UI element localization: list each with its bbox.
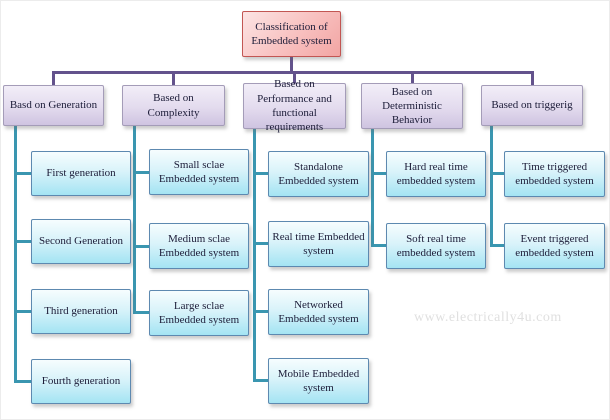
child-node-mobile: Mobile Embedded system xyxy=(268,358,369,404)
connector-branch xyxy=(133,171,149,174)
connector-branch xyxy=(253,172,268,175)
connector-branch xyxy=(14,240,31,243)
watermark: www.electrically4u.com xyxy=(414,310,562,325)
child-node-time-triggered: Time triggered embedded system xyxy=(504,151,605,197)
connector-branch xyxy=(371,244,386,247)
connector-branch xyxy=(253,310,268,313)
connector-complexity-vertical xyxy=(133,126,136,313)
child-node-medium-scale: Medium sclae Embedded system xyxy=(149,223,249,269)
child-node-networked: Networked Embedded system xyxy=(268,289,369,335)
child-node-second-generation: Second Generation xyxy=(31,219,131,264)
child-node-hard-real-time: Hard real time embedded system xyxy=(386,151,486,197)
category-node-generation: Basd on Generation xyxy=(3,85,104,126)
connector-stub-deterministic xyxy=(411,71,414,84)
connector-branch xyxy=(490,172,504,175)
category-node-deterministic: Based on Deterministic Behavior xyxy=(361,83,463,129)
connector-branch xyxy=(14,310,31,313)
connector-generation-vertical xyxy=(14,126,17,382)
connector-branch xyxy=(14,380,31,383)
child-node-small-scale: Small sclae Embedded system xyxy=(149,149,249,195)
root-node: Classification of Embedded system xyxy=(242,11,341,57)
child-node-large-scale: Large sclae Embedded system xyxy=(149,290,249,336)
child-node-event-triggered: Event triggered embedded system xyxy=(504,223,605,269)
child-node-soft-real-time: Soft real time embedded system xyxy=(386,223,486,269)
child-node-real-time: Real time Embedded system xyxy=(268,221,369,267)
connector-branch xyxy=(253,242,268,245)
connector-branch xyxy=(133,245,149,248)
connector-branch xyxy=(14,172,31,175)
connector-branch xyxy=(490,244,504,247)
category-node-performance: Based on Performance and functional requ… xyxy=(243,78,346,133)
connector-deterministic-vertical xyxy=(371,129,374,245)
connector-branch xyxy=(133,311,149,314)
connector-root-vertical xyxy=(290,57,293,74)
connector-performance-vertical xyxy=(253,129,256,381)
child-node-first-generation: First generation xyxy=(31,151,131,196)
connector-stub-triggering xyxy=(531,71,534,87)
child-node-third-generation: Third generation xyxy=(31,289,131,334)
child-node-standalone: Standalone Embedded system xyxy=(268,151,369,197)
connector-triggering-vertical xyxy=(490,126,493,245)
connector-stub-complexity xyxy=(172,71,175,87)
category-node-triggering: Based on triggerig xyxy=(481,85,583,126)
connector-branch xyxy=(371,172,386,175)
connector-stub-generation xyxy=(52,71,55,87)
child-node-fourth-generation: Fourth generation xyxy=(31,359,131,404)
connector-branch xyxy=(253,379,268,382)
category-node-complexity: Based on Complexity xyxy=(122,85,225,126)
connector-stub-performance xyxy=(293,71,296,84)
